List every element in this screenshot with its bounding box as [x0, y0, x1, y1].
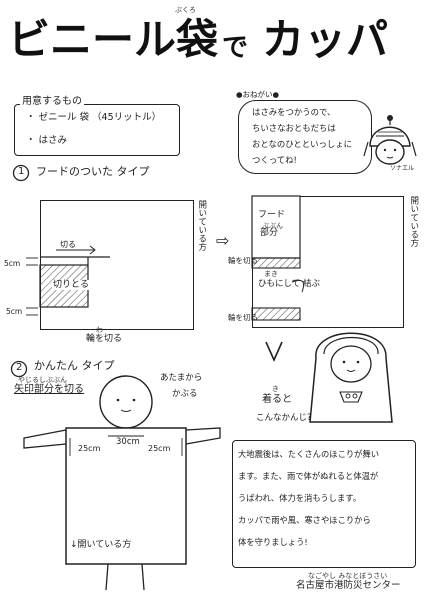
materials-item-scissors: ・ はさみ — [26, 135, 68, 146]
simple-type-figure — [23, 375, 221, 591]
speech-line-2: ちいさなおともだちは — [252, 123, 336, 133]
hood-part-label: 部分 — [260, 228, 279, 238]
speech-tag: ●おねがい● — [236, 90, 280, 99]
cut-arrow-label: 切る — [60, 240, 76, 249]
note-line-5: 体を守りましょう! — [238, 537, 308, 547]
ring-cut-label: 輪を切る — [86, 334, 123, 344]
note-box — [232, 440, 416, 568]
section1-number-circle-icon — [12, 164, 30, 182]
materials-heading: 用意するもの — [20, 96, 84, 108]
org-ruby: なごやし みなとぼうさい — [308, 572, 388, 580]
down-arrow-icon — [265, 341, 283, 362]
left-bag-open-side-label: 開いている方 — [196, 200, 207, 251]
speech-line-4: つくってね! — [252, 155, 297, 165]
wear-ruby: き — [272, 385, 279, 393]
title-ruby-fukuro: ぶくろ — [175, 6, 196, 14]
note-line-2: ます。また、雨で体がぬれると体温が — [238, 471, 379, 481]
bag-before-markings — [39, 245, 110, 308]
ring-ruby: わ — [96, 326, 103, 334]
hood-part-ruby: ぶぶん — [262, 222, 283, 230]
character-sonaeru-icon — [363, 115, 417, 165]
dimension-bottom-5cm: 5cm — [6, 307, 23, 316]
ring-cut-top-label: 輪を切る — [228, 256, 258, 265]
note-line-1: 大地震後は、たくさんのほこりが舞い — [238, 449, 380, 459]
page-title: ビニール袋 — [8, 15, 219, 64]
wearing-character-icon — [309, 332, 393, 423]
tie-ruby: まき — [264, 270, 278, 278]
section2-sub-ruby: やじるしぶぶん — [18, 376, 67, 384]
head-note-1: あたまから — [160, 373, 203, 383]
cut-area-label: 切りとる — [52, 280, 91, 291]
section2-number-circle-icon — [10, 360, 28, 378]
section2-sub-heading: 矢印部分を切る — [14, 384, 84, 395]
section2-number: 2 — [16, 362, 23, 373]
wear-line-1: 着ると — [262, 394, 292, 405]
tie-label: ひもにして 結ぶ — [258, 279, 320, 289]
page-title-kappa: カッパ — [262, 15, 389, 64]
materials-box — [14, 104, 180, 156]
right-bag-open-side-label: 開いている方 — [408, 196, 419, 247]
note-line-4: カッパで雨や風、寒さやほこりから — [238, 515, 371, 525]
step-arrow-icon: ⇨ — [216, 231, 230, 250]
page-title-particle: で — [222, 33, 249, 63]
character-name: ソナエル — [390, 165, 415, 172]
section2-heading: かんたん タイプ — [34, 359, 115, 372]
note-line-3: うばわれ、体力を消もうします。 — [238, 493, 362, 503]
dimension-top-5cm: 5cm — [4, 259, 21, 268]
org-name: 名古屋市港防災センター — [296, 580, 401, 591]
materials-item-bag: ・ ゼニール 袋 （45リットル） — [26, 112, 162, 123]
dimension-left-25cm: 25cm — [78, 444, 101, 453]
section2-open-side-label: ↓開いている方 — [70, 540, 132, 550]
section1-heading: フードのついた タイプ — [36, 165, 150, 178]
bag-after-markings — [251, 195, 305, 321]
ring-cut-bottom-label: 輪を切る — [228, 313, 258, 322]
hood-label: フード — [258, 210, 286, 220]
speech-line-3: おとなのひとといっしょに — [252, 139, 352, 149]
dimension-right-25cm: 25cm — [148, 444, 171, 453]
section1-number: 1 — [18, 166, 25, 177]
wear-line-2: こんなかんじ? — [256, 413, 312, 423]
head-note-2: かぶる — [172, 389, 198, 399]
speech-line-1: はさみをつかうので、 — [252, 107, 336, 117]
dimension-ticks — [26, 257, 38, 316]
dimension-center-30cm: 30cm — [116, 437, 140, 447]
